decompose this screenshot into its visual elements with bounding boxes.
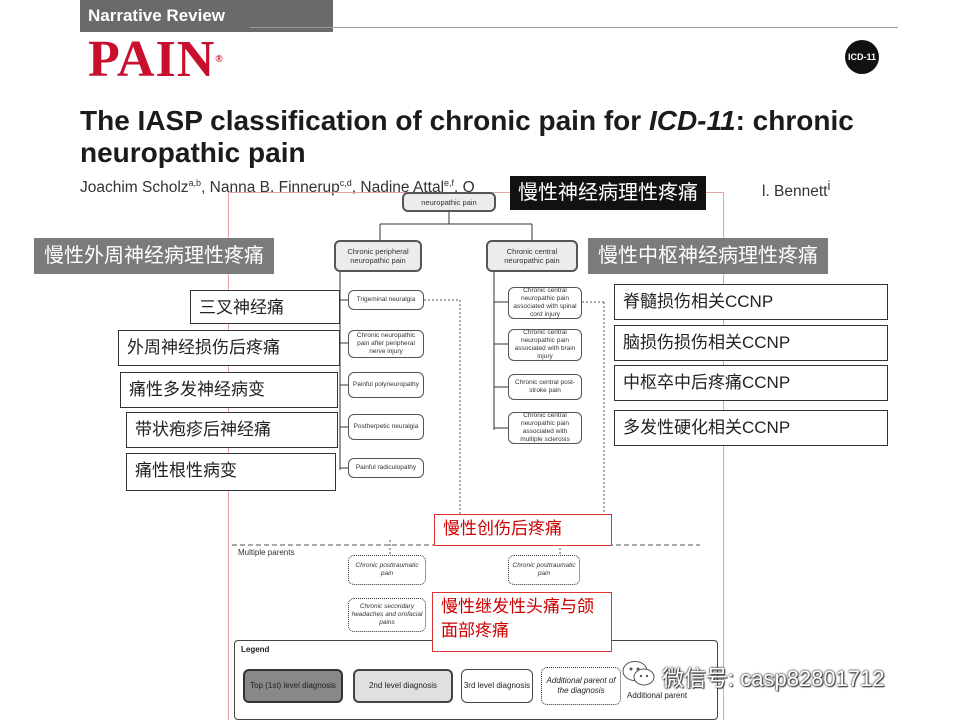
article-type-banner: Narrative Review (80, 0, 333, 32)
node-postherpetic-neuralgia: Postherpetic neuralgia (348, 414, 424, 440)
node-painful-polyneuropathy: Painful polyneuropathy (348, 372, 424, 398)
node-brain-injury: Chronic central neuropathic pain associa… (508, 329, 582, 361)
node-multi-secondary-headache: Chronic secondary headaches and orofacia… (348, 598, 426, 632)
legend-title: Legend (241, 645, 270, 654)
overlay-radiculopathy: 痛性根性病变 (126, 453, 336, 491)
node-peripheral-nerve-injury: Chronic neuropathic pain after periphera… (348, 330, 424, 358)
overlay-posttraumatic: 慢性创伤后疼痛 (434, 514, 612, 546)
overlay-chronic-neuropathic-pain: 慢性神经病理性疼痛 (510, 176, 706, 210)
overlay-brain-injury: 脑损伤损伤相关CCNP (614, 325, 888, 361)
legend-additional-parent-line: Additional parent (627, 691, 688, 700)
legend-third-level: 3rd level diagnosis (461, 669, 533, 703)
node-chronic-neuropathic-pain: neuropathic pain (402, 192, 496, 212)
wechat-id-text: 微信号: casp82801712 (662, 666, 885, 691)
overlay-polyneuropathy: 痛性多发神经病变 (120, 372, 338, 408)
node-post-stroke: Chronic central post-stroke pain (508, 374, 582, 400)
overlay-postherpetic: 带状疱疹后神经痛 (126, 412, 338, 448)
overlay-spinal-cord: 脊髓损伤相关CCNP (614, 284, 888, 320)
header-rule (250, 27, 898, 28)
multiple-parents-label: Multiple parents (238, 548, 295, 557)
wechat-watermark: 微信号: casp82801712 (622, 661, 942, 693)
wechat-icon (622, 660, 656, 694)
overlay-central: 慢性中枢神经病理性疼痛 (588, 238, 828, 274)
author-list-tail: l. Bennetti (762, 178, 831, 201)
journal-logo: PAIN® (88, 31, 224, 88)
overlay-multiple-sclerosis: 多发性硬化相关CCNP (614, 410, 888, 446)
overlay-secondary-headache: 慢性继发性头痛与颌面部疼痛 (432, 592, 612, 652)
node-spinal-cord-injury: Chronic central neuropathic pain associa… (508, 287, 582, 319)
overlay-peripheral: 慢性外周神经病理性疼痛 (34, 238, 274, 274)
overlay-post-stroke: 中枢卒中后疼痛CCNP (614, 365, 888, 401)
node-multiple-sclerosis: Chronic central neuropathic pain associa… (508, 412, 582, 444)
node-multi-posttraumatic-left: Chronic posttraumatic pain (348, 555, 426, 585)
icd-11-badge-icon: ICD-11 (845, 40, 879, 74)
node-multi-posttraumatic-right: Chronic posttraumatic pain (508, 555, 580, 585)
overlay-nerve-injury: 外周神经损伤后疼痛 (118, 330, 340, 366)
legend-additional-parent: Additional parent of the diagnosis (541, 667, 621, 705)
node-trigeminal-neuralgia: Trigeminal neuralgia (348, 290, 424, 310)
author-list: Joachim Scholza,b, Nanna B. Finnerupc,d,… (80, 178, 475, 197)
legend-top-level: Top (1st) level diagnosis (243, 669, 343, 703)
node-peripheral-root: Chronic peripheral neuropathic pain (334, 240, 422, 272)
node-central-root: Chronic central neuropathic pain (486, 240, 578, 272)
overlay-trigeminal: 三叉神经痛 (190, 290, 340, 324)
legend-second-level: 2nd level diagnosis (353, 669, 453, 703)
article-title: The IASP classification of chronic pain … (80, 105, 854, 168)
node-painful-radiculopathy: Painful radiculopathy (348, 458, 424, 478)
